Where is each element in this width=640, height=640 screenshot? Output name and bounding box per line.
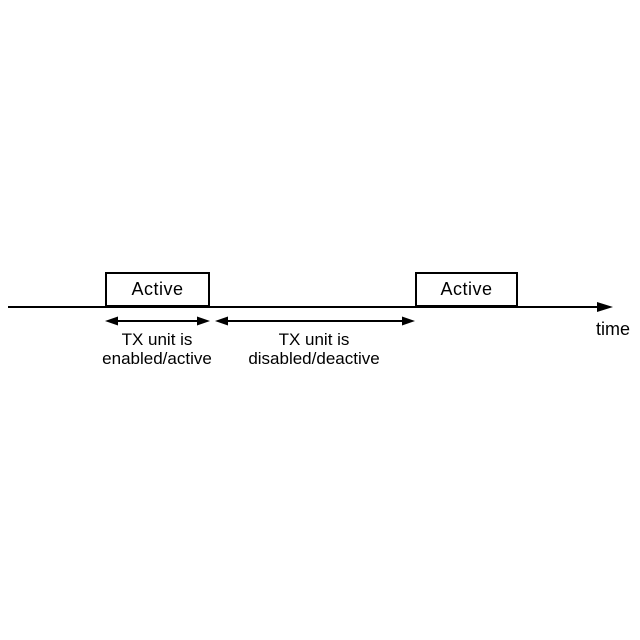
active-pulse-box-1: Active (105, 272, 210, 307)
time-axis-label: time (595, 319, 630, 339)
enabled-interval-caption: TX unit is enabled/active (57, 330, 257, 368)
disabled-interval-caption-line1: TX unit is (278, 330, 350, 349)
active-pulse-box-2: Active (415, 272, 518, 307)
active-pulse-box-1-label: Active (131, 279, 184, 299)
disabled-interval-right-arrowhead-icon (402, 316, 415, 326)
disabled-interval-caption: TX unit is disabled/deactive (214, 330, 414, 368)
enabled-interval-right-arrowhead-icon (197, 316, 210, 326)
active-pulse-box-2-label: Active (440, 279, 493, 299)
time-axis-arrowhead-icon (597, 302, 613, 312)
enabled-interval-caption-line2: enabled/active (102, 349, 212, 368)
enabled-interval-caption-line1: TX unit is (121, 330, 193, 349)
enabled-interval-left-arrowhead-icon (105, 316, 118, 326)
disabled-interval-caption-line2: disabled/deactive (248, 349, 380, 368)
disabled-interval-left-arrowhead-icon (215, 316, 228, 326)
